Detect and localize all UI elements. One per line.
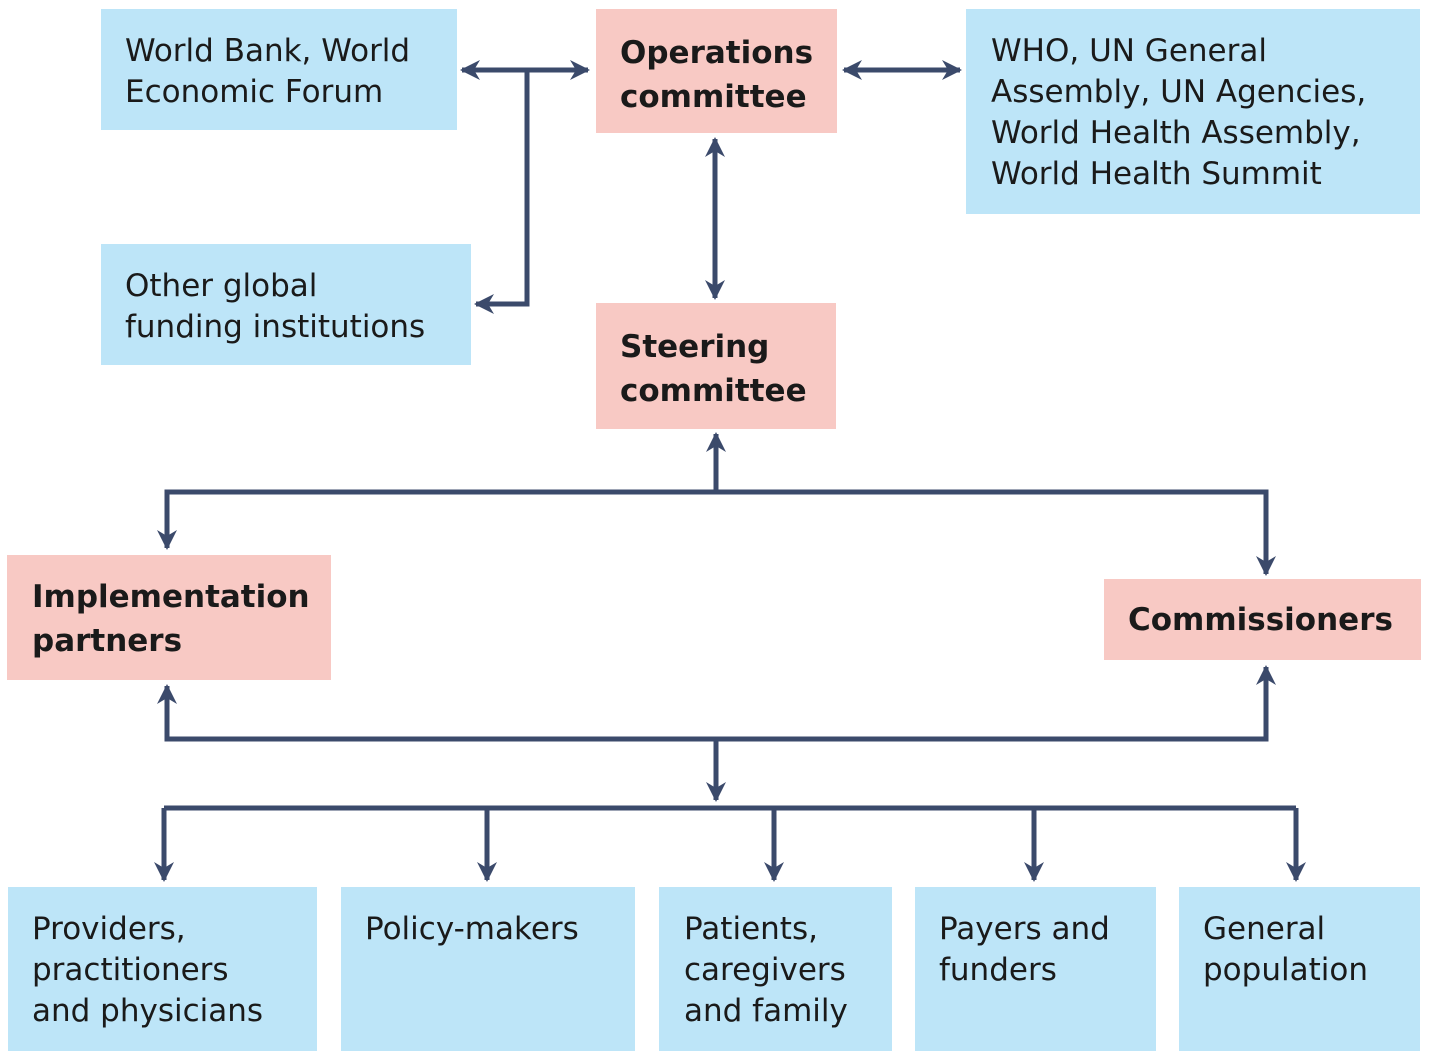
arrow-to-implementation: [157, 489, 716, 550]
node-label: Operations committee: [620, 35, 814, 115]
node-label: Implementation partners: [32, 579, 310, 659]
node-label: Steering committee: [620, 329, 807, 409]
node-label: General population: [1203, 911, 1368, 988]
node-label: World Bank, World Economic Forum: [125, 33, 411, 110]
node-world-bank: World Bank, World Economic Forum: [101, 9, 457, 130]
node-policy-makers: Policy-makers: [341, 887, 635, 1051]
node-patients: Patients, caregivers and family: [659, 887, 892, 1051]
arrow-up-implementation: [157, 684, 716, 742]
node-implementation-partners: Implementation partners: [7, 555, 331, 680]
node-steering-committee: Steering committee: [596, 303, 836, 429]
node-label: Payers and funders: [939, 911, 1110, 988]
node-general-population: General population: [1179, 887, 1420, 1051]
arrow-to-other-funding: [474, 70, 530, 314]
arrow-to-commissioners: [716, 489, 1276, 576]
node-label: Other global funding institutions: [125, 268, 426, 345]
node-label: Commissioners: [1128, 602, 1393, 638]
node-label: Providers, practitioners and physicians: [32, 911, 264, 1029]
node-commissioners: Commissioners: [1104, 579, 1421, 660]
node-who-un: WHO, UN General Assembly, UN Agencies, W…: [966, 9, 1420, 214]
node-label: Policy-makers: [365, 911, 579, 947]
node-providers: Providers, practitioners and physicians: [8, 887, 317, 1051]
node-payers: Payers and funders: [915, 887, 1156, 1051]
node-other-funding: Other global funding institutions: [101, 244, 471, 365]
node-label: WHO, UN General Assembly, UN Agencies, W…: [991, 33, 1367, 192]
node-label: Patients, caregivers and family: [684, 911, 848, 1029]
arrow-up-commissioners: [716, 665, 1276, 742]
node-operations-committee: Operations committee: [596, 9, 837, 133]
